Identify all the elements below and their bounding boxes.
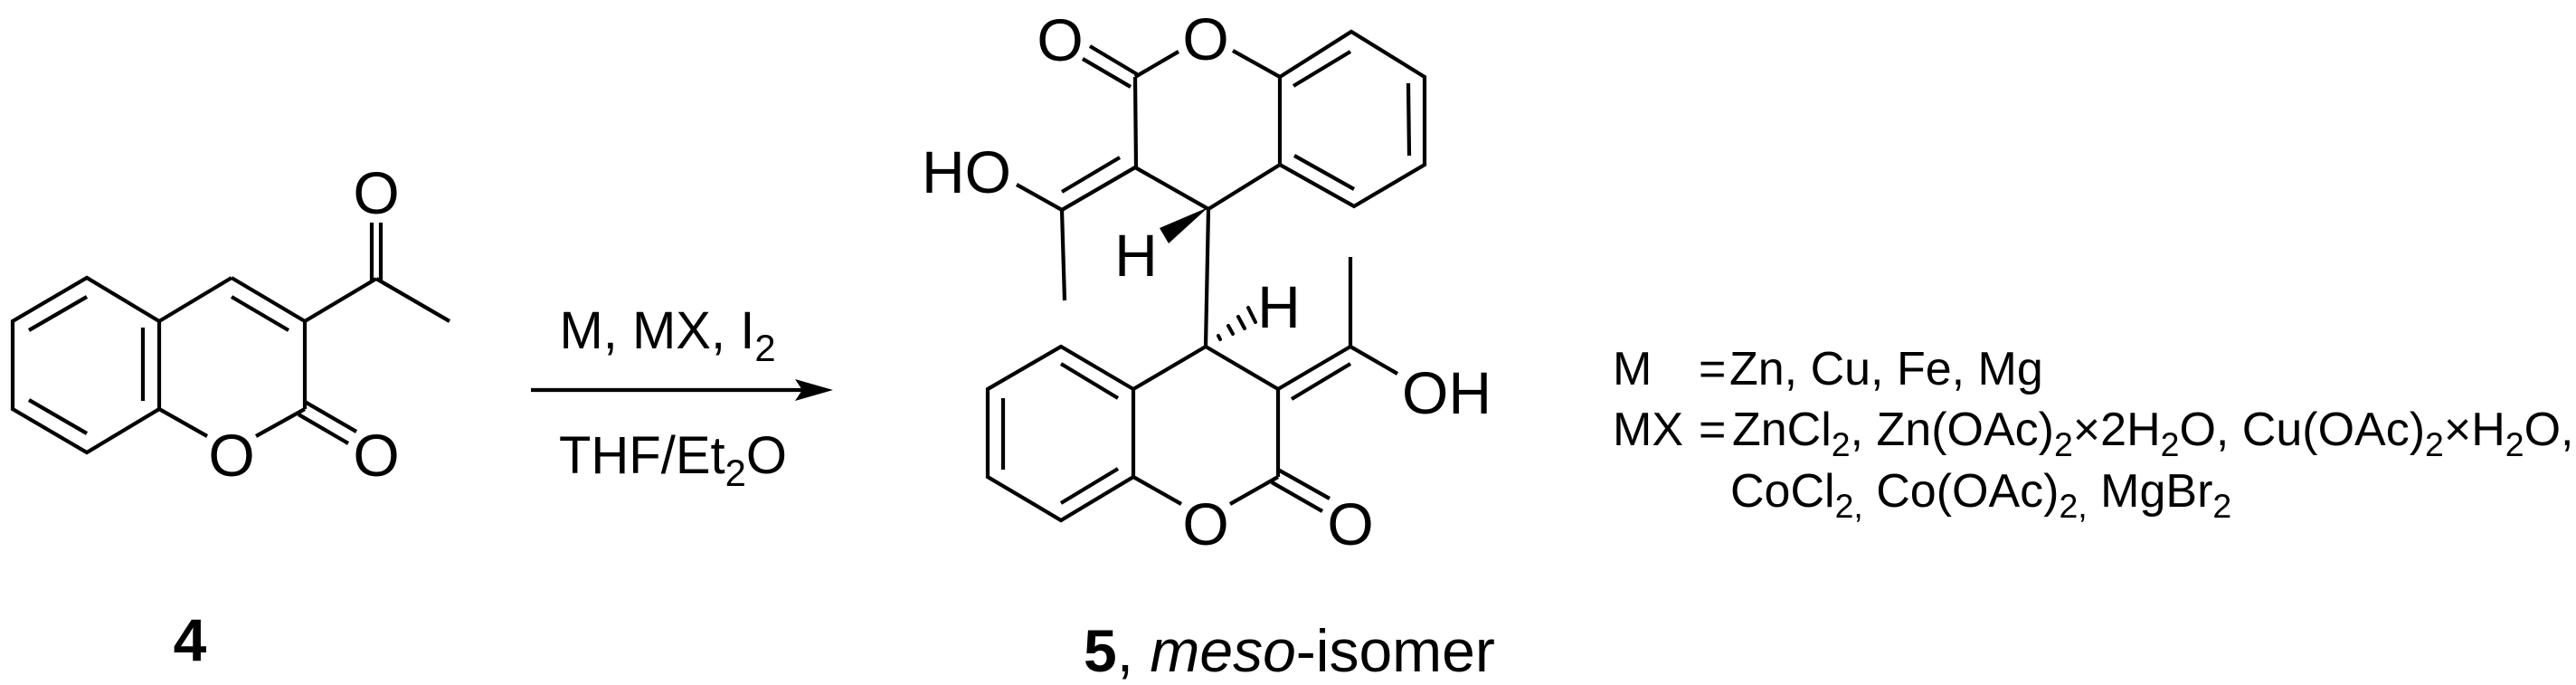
product-descriptor-italic: meso	[1150, 617, 1295, 684]
product-bottom-benzene-ring	[985, 344, 1136, 523]
arrow-solvent-text-end: O	[746, 426, 787, 485]
reactant-carbonyl-oxygen-label: O	[353, 422, 399, 489]
product-top-stereo-h-label: H	[1114, 222, 1158, 289]
product-top-ring-oxygen-label: O	[1182, 5, 1228, 72]
legend-mx-subscript: 2	[2161, 425, 2180, 463]
reactant-lactone-carbonyl-bond	[297, 413, 350, 445]
reactant-acetyl-methyl-bond	[374, 277, 451, 323]
arrow-solvent-label: THF/Et2O	[559, 426, 787, 494]
legend-m-values: Zn, Cu, Fe, Mg	[1729, 343, 2043, 395]
product-bottom-carbonyl-bond	[1270, 480, 1324, 513]
product-top-benzene-inner-bond	[1292, 50, 1352, 88]
reagent-legend: M = Zn, Cu, Fe, Mg MX = ZnCl2, Zn(OAc)2×…	[1613, 343, 2573, 525]
reactant-benzene-inner-bond	[27, 398, 89, 435]
reactant-c4-c3-bond	[230, 276, 307, 323]
product-top-exocyclic-double-bond	[1060, 166, 1137, 212]
product-top-hydroxyl-label: HO	[922, 138, 1011, 205]
product-bottom-hashed-bond	[1217, 306, 1257, 341]
product-bottom-c4a-c4-bond	[1132, 345, 1208, 391]
legend-mx-item: Zn(OAc)	[1877, 404, 2054, 456]
product-bottom-benzene-inner-bond	[1059, 362, 1120, 400]
product-top-o1-c2-bond	[1133, 50, 1180, 79]
product-top-c4-c4a-bond	[1207, 163, 1282, 211]
product-compound-number: 5	[1084, 617, 1117, 684]
arrow-reagents-subscript: 2	[754, 327, 775, 369]
product-bottom-c4-c3-bond	[1204, 345, 1280, 391]
product-top-benzene-inner-bond	[1293, 154, 1356, 191]
legend-mx-separator: ×H	[2444, 404, 2505, 456]
product-top-c8a-o1-bond	[1231, 49, 1282, 79]
legend-mx-subscript: 2	[2425, 425, 2444, 463]
legend-mx-separator	[2088, 465, 2100, 518]
legend-mx-separator: ,	[1851, 404, 1877, 456]
product-top-carbonyl-oxygen-label: O	[1037, 6, 1083, 73]
product-bottom-carbonyl-oxygen-label: O	[1327, 490, 1373, 557]
legend-mx-subscript: 2	[2505, 425, 2524, 463]
product-c4-c4prime-bond	[1203, 208, 1211, 347]
legend-mx-item: ZnCl	[1732, 404, 1832, 456]
reactant-o1-c2-bond	[254, 407, 307, 438]
product-bottom-benzene-inner-bond	[1059, 467, 1120, 505]
product-bottom-hydroxyl-label: OH	[1402, 359, 1492, 426]
reactant-lactone-carbonyl-bond	[303, 400, 358, 433]
product-bottom-carbonyl-bond	[1276, 468, 1331, 500]
product-top-wedge-bond	[1160, 207, 1208, 243]
legend-mx-item: MgBr	[2100, 465, 2212, 518]
reactant-c3-acetyl-bond	[303, 277, 378, 323]
product-bottom-ring-oxygen-label: O	[1182, 490, 1228, 557]
product-bottom-c8a-o1-bond	[1132, 475, 1183, 506]
legend-mx-subscript: 2,	[2060, 487, 2088, 525]
legend-m-equals: =	[1699, 343, 1726, 395]
product-top-carbonyl-bond	[1081, 57, 1132, 89]
legend-mx-separator: O,	[2524, 404, 2574, 456]
arrow-reagents-label: M, MX, I2	[559, 301, 775, 369]
product-bottom-enol-oh-bond	[1349, 345, 1399, 376]
legend-mx-separator: ×2H	[2073, 404, 2161, 456]
legend-mx-values-line1: ZnCl2, Zn(OAc)2×2H2O, Cu(OAc)2×H2O,	[1732, 404, 2573, 463]
product-compound-label: 5, meso-isomer	[1084, 617, 1495, 684]
reactant-acetyl-oxygen-label: O	[353, 159, 399, 226]
reaction-arrow-group: M, MX, I2 THF/Et2O	[531, 301, 833, 494]
legend-mx-values-line2: CoCl2, Co(OAc)2, MgBr2	[1730, 465, 2231, 525]
product-top-benzene-inner-bond	[1406, 82, 1412, 157]
product-bottom-exocyclic-double-bond	[1290, 362, 1352, 401]
reactant-benzene-ring	[10, 275, 162, 455]
reactant-c8a-o1-bond	[157, 407, 209, 438]
reactant-ring-oxygen-label: O	[208, 422, 254, 489]
reactant-compound-number: 4	[174, 606, 207, 673]
legend-mx-key: MX	[1613, 404, 1683, 456]
product-top-benzene-ring	[1277, 29, 1427, 209]
legend-mx-equals: =	[1699, 404, 1726, 456]
legend-mx-subscript: 2	[2054, 425, 2073, 463]
product-bottom-exocyclic-double-bond	[1276, 345, 1352, 391]
legend-mx-subscript: 2	[1832, 425, 1851, 463]
legend-m-key: M	[1613, 343, 1652, 395]
legend-mx-subscript: 2,	[1835, 487, 1863, 525]
legend-mx-separator: O,	[2179, 404, 2241, 456]
reaction-arrow-head	[795, 379, 833, 401]
legend-mx-separator	[1863, 465, 1876, 518]
product-bottom-stereo-h-label: H	[1257, 273, 1301, 340]
product-top-c2-c3-bond	[1132, 76, 1139, 168]
legend-mx-item: Cu(OAc)	[2242, 404, 2425, 456]
arrow-reagents-text: M, MX, I	[559, 301, 754, 360]
reactant-structure: O O O	[10, 159, 451, 489]
product-top-exocyclic-double-bond	[1060, 156, 1122, 194]
reactant-c4a-c4-bond	[157, 276, 233, 323]
product-label-separator: ,	[1117, 617, 1151, 684]
legend-mx-item: CoCl	[1730, 465, 1835, 518]
legend-mx-item: Co(OAc)	[1876, 465, 2059, 518]
arrow-solvent-text: THF/Et	[559, 426, 725, 485]
product-top-enol-methyl-bond	[1059, 209, 1067, 301]
product-top-enol-oh-bond	[1015, 183, 1064, 212]
legend-mx-subscript: 2	[2212, 487, 2231, 525]
arrow-solvent-subscript: 2	[725, 452, 746, 494]
product-bottom-o1-c2-bond	[1228, 475, 1280, 506]
product-top-c3-c4-bond	[1133, 166, 1210, 211]
reactant-c3-c4-inner-bond	[230, 295, 290, 332]
product-top-carbonyl-bond	[1088, 44, 1139, 76]
product-structure: O O HO H H OH O O	[922, 5, 1492, 557]
reactant-benzene-inner-bond	[27, 295, 89, 332]
product-descriptor-rest: -isomer	[1296, 617, 1495, 684]
